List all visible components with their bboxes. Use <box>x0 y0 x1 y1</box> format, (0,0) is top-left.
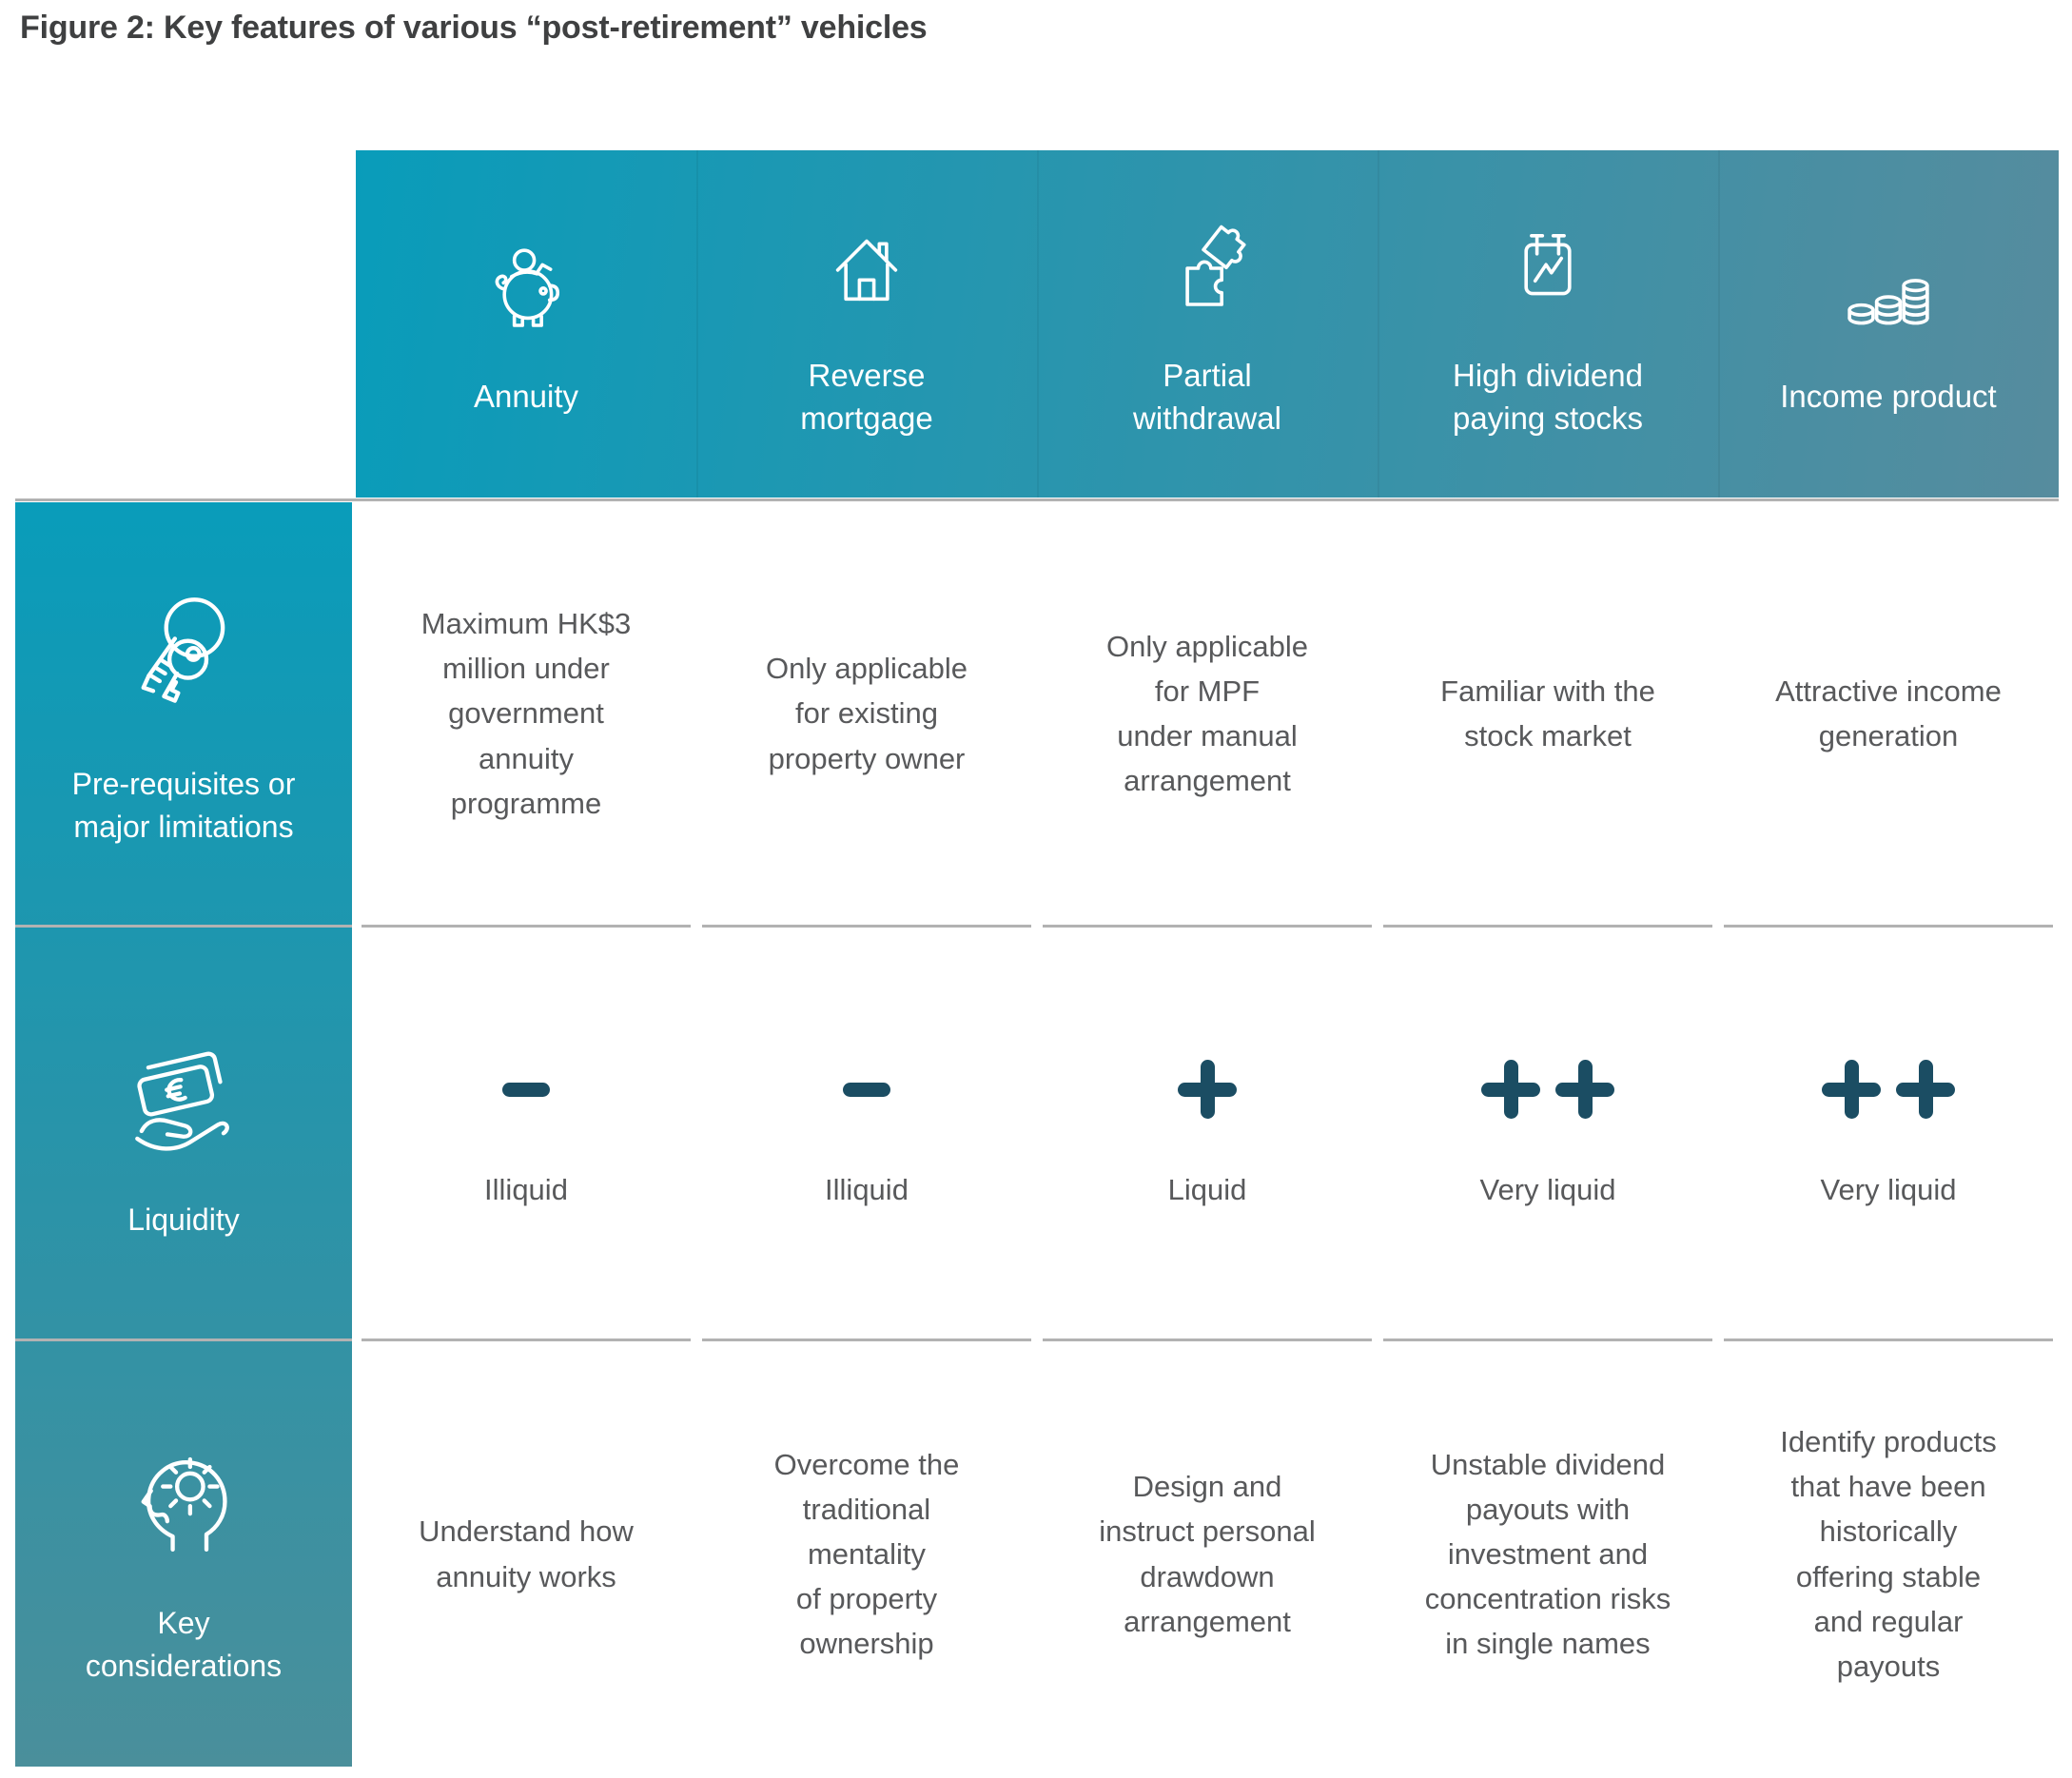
cell-considerations-partial-withdrawal: Design and instruct personal drawdown ar… <box>1037 1341 1378 1767</box>
liquidity-label: Liquid <box>1167 1173 1247 1206</box>
column-header-label: Annuity <box>473 379 579 415</box>
header-divider-line <box>15 498 2059 502</box>
liquidity-minus-icon <box>843 1059 890 1120</box>
liquidity-double-plus-icon <box>1481 1059 1614 1120</box>
column-header-label: Reverse mortgage <box>800 357 933 436</box>
column-header-partial-withdrawal: Partial withdrawal <box>1037 150 1378 498</box>
house-icon <box>835 239 898 302</box>
liquidity-label: Illiquid <box>825 1173 909 1206</box>
sidebar-divider-line <box>15 925 352 928</box>
cell-prerequisites-partial-withdrawal: Only applicable for MPF under manual arr… <box>1037 502 1378 928</box>
cell-considerations-income-product: Identify products that have been histori… <box>1718 1341 2059 1767</box>
row-header-label: Key considerations <box>85 1605 283 1683</box>
column-header-label: Income product <box>1780 379 1997 415</box>
row-header-liquidity: Liquidity <box>15 928 352 1341</box>
column-header-reverse-mortgage: Reverse mortgage <box>696 150 1037 498</box>
coin-stacks-icon <box>1847 279 1929 325</box>
cell-prerequisites-high-dividend-stocks: Familiar with the stock market <box>1378 502 1718 928</box>
cell-text: Familiar with the stock market <box>1440 674 1655 752</box>
cell-considerations-high-dividend-stocks: Unstable dividend payouts with investmen… <box>1378 1341 1718 1767</box>
cell-text: Only applicable for existing property ow… <box>766 652 968 775</box>
row-header-key-considerations: Key considerations <box>15 1341 352 1767</box>
liquidity-label: Very liquid <box>1820 1173 1957 1206</box>
cell-considerations-reverse-mortgage: Overcome the traditional mentality of pr… <box>696 1341 1037 1767</box>
head-gear-icon <box>141 1456 227 1552</box>
cell-liquidity-high-dividend-stocks: Very liquid <box>1378 928 1718 1341</box>
cell-liquidity-reverse-mortgage: Illiquid <box>696 928 1037 1341</box>
piggy-bank-icon <box>495 248 560 328</box>
table-header-band: Annuity Reverse mortgage Partial withdra… <box>356 150 2059 498</box>
liquidity-label: Very liquid <box>1479 1173 1616 1206</box>
liquidity-label: Illiquid <box>484 1173 568 1206</box>
liquidity-double-plus-icon <box>1822 1059 1955 1120</box>
cell-text: Unstable dividend payouts with investmen… <box>1424 1447 1671 1661</box>
calendar-chart-icon <box>1524 233 1572 296</box>
figure-title: Figure 2: Key features of various “post-… <box>20 10 928 46</box>
cell-text: Attractive income generation <box>1775 674 2002 752</box>
column-header-label: Partial withdrawal <box>1133 357 1281 436</box>
column-header-label: High dividend paying stocks <box>1453 357 1643 436</box>
cash-hand-icon <box>135 1051 229 1151</box>
sidebar-divider-line <box>15 1338 352 1341</box>
cell-text: Maximum HK$3 million under government an… <box>420 607 632 820</box>
cell-text: Overcome the traditional mentality of pr… <box>773 1447 960 1661</box>
row-header-prerequisites: Pre-requisites or major limitations <box>15 502 352 928</box>
column-header-annuity: Annuity <box>356 150 696 498</box>
cell-prerequisites-income-product: Attractive income generation <box>1718 502 2059 928</box>
liquidity-plus-icon <box>1178 1059 1237 1120</box>
cell-text: Understand how annuity works <box>419 1514 634 1593</box>
cell-prerequisites-annuity: Maximum HK$3 million under government an… <box>356 502 696 928</box>
keys-icon <box>141 596 225 703</box>
cell-liquidity-income-product: Very liquid <box>1718 928 2059 1341</box>
cell-text: Only applicable for MPF under manual arr… <box>1106 629 1308 798</box>
puzzle-pieces-icon <box>1185 225 1246 306</box>
cell-liquidity-annuity: Illiquid <box>356 928 696 1341</box>
cell-liquidity-partial-withdrawal: Liquid <box>1037 928 1378 1341</box>
row-labels-sidebar: Pre-requisites or major limitations Liqu… <box>15 502 352 1767</box>
cell-text: Identify products that have been histori… <box>1780 1425 1997 1683</box>
cell-text: Design and instruct personal drawdown ar… <box>1099 1470 1316 1638</box>
row-header-label: Liquidity <box>127 1202 240 1238</box>
liquidity-minus-icon <box>502 1059 550 1120</box>
row-header-label: Pre-requisites or major limitations <box>71 766 296 844</box>
cell-prerequisites-reverse-mortgage: Only applicable for existing property ow… <box>696 502 1037 928</box>
column-header-high-dividend-stocks: High dividend paying stocks <box>1378 150 1718 498</box>
post-retirement-vehicles-table: Annuity Reverse mortgage Partial withdra… <box>15 150 2059 1767</box>
cell-considerations-annuity: Understand how annuity works <box>356 1341 696 1767</box>
column-header-income-product: Income product <box>1718 150 2059 498</box>
